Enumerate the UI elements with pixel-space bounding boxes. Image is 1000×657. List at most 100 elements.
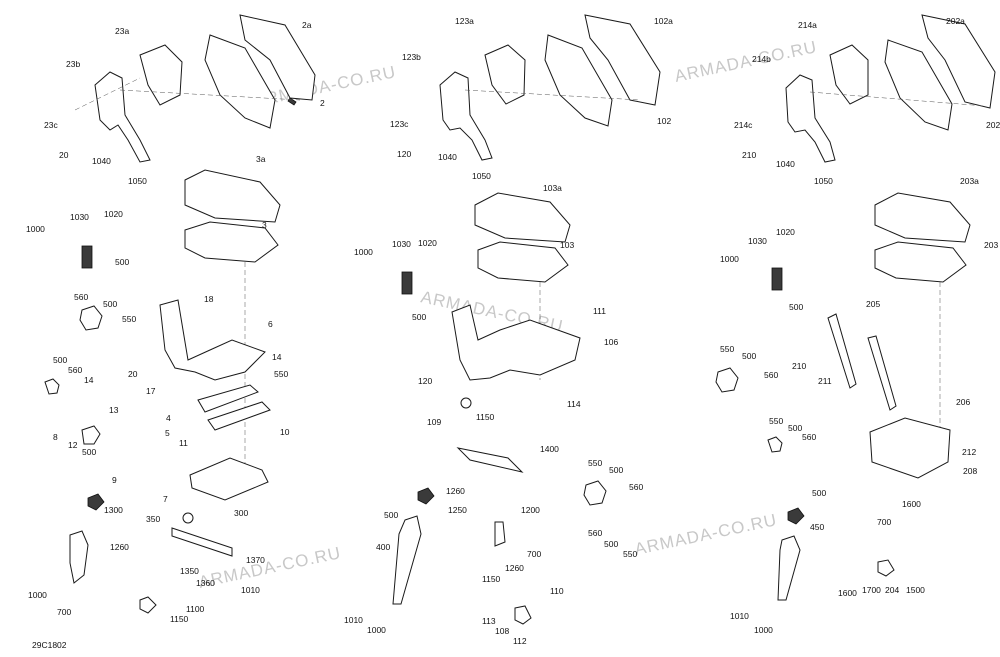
- slide-rail: [207, 401, 271, 431]
- part-label-right: 203a: [960, 176, 979, 186]
- washer: [460, 397, 472, 409]
- watermark-layer: ARMADA-CO.RU ARMADA-CO.RU ARMADA-CO.RU A…: [197, 37, 819, 592]
- part-label-right: 700: [877, 517, 891, 527]
- seat-back-cover: [239, 14, 316, 101]
- part-label-right: 450: [810, 522, 824, 532]
- part-label-left: 3a: [256, 154, 266, 164]
- seat-base: [477, 241, 569, 283]
- part-label-middle: 102a: [654, 16, 673, 26]
- part-label-left: 12: [68, 440, 78, 450]
- seat-back-cover: [921, 14, 996, 109]
- part-label-right: 214b: [752, 54, 771, 64]
- belt-assembly: [69, 530, 89, 584]
- part-label-left: 23a: [115, 26, 129, 36]
- part-label-left: 500: [53, 355, 67, 365]
- part-label-right: 1000: [720, 254, 739, 264]
- part-label-middle: 1260: [446, 486, 465, 496]
- part-label-right: 210: [792, 361, 806, 371]
- part-label-middle: 500: [412, 312, 426, 322]
- part-label-right: 1700: [862, 585, 881, 595]
- clip: [139, 596, 157, 614]
- part-label-middle: 108: [495, 626, 509, 636]
- belt-stalk: [392, 515, 422, 605]
- part-label-right: 203: [984, 240, 998, 250]
- part-label-left: 1040: [92, 156, 111, 166]
- headrest-pad: [484, 44, 526, 105]
- part-label-right: 214a: [798, 20, 817, 30]
- seat-back-bracket: [785, 74, 836, 163]
- part-label-middle: 110: [550, 586, 564, 596]
- part-label-middle: 114: [567, 399, 581, 409]
- part-label-left: 1370: [246, 555, 265, 565]
- spring: [401, 271, 413, 295]
- part-label-left: 1010: [241, 585, 260, 595]
- part-label-middle: 500: [609, 465, 623, 475]
- part-label-middle: 560: [629, 482, 643, 492]
- assembly-line: [74, 77, 141, 111]
- part-label-right: 560: [802, 432, 816, 442]
- part-label-middle: 1050: [472, 171, 491, 181]
- part-label-left: 300: [234, 508, 248, 518]
- part-label-left: 550: [122, 314, 136, 324]
- part-label-right: 211: [818, 376, 832, 386]
- part-label-middle: 123c: [390, 119, 409, 129]
- part-label-middle: 1260: [505, 563, 524, 573]
- drawing-code: 29C1802: [32, 640, 67, 650]
- part-label-right: 1050: [814, 176, 833, 186]
- watermark: ARMADA-CO.RU: [633, 510, 779, 559]
- part-label-left: 20: [128, 369, 138, 379]
- part-label-left: 2: [320, 98, 325, 108]
- part-label-left: 1260: [110, 542, 129, 552]
- part-label-right: 214c: [734, 120, 753, 130]
- part-label-right: 212: [962, 447, 976, 457]
- seat-cushion: [474, 192, 571, 243]
- part-label-left: 700: [57, 607, 71, 617]
- seat-back-frame: [884, 39, 953, 131]
- back-fastener: [287, 97, 297, 106]
- washer: [182, 512, 194, 524]
- part-label-right: 550: [720, 344, 734, 354]
- slide-rail: [197, 384, 259, 413]
- part-label-left: 1050: [128, 176, 147, 186]
- part-label-left: 4: [166, 413, 171, 423]
- seat-back-cover: [584, 14, 661, 106]
- part-label-left: 23b: [66, 59, 80, 69]
- part-label-middle: 106: [604, 337, 618, 347]
- handle-bar: [171, 527, 233, 557]
- mount-plate: [456, 447, 524, 473]
- buckle: [417, 487, 435, 505]
- part-label-right: 500: [812, 488, 826, 498]
- part-label-right: 560: [764, 370, 778, 380]
- part-label-middle: 550: [588, 458, 602, 468]
- part-label-middle: 1010: [344, 615, 363, 625]
- part-label-right: 202a: [946, 16, 965, 26]
- part-label-left: 23c: [44, 120, 58, 130]
- seat-back-frame: [204, 34, 276, 129]
- seat-frame: [451, 304, 581, 381]
- belt-stalk: [777, 535, 801, 601]
- lower-frame: [189, 457, 269, 501]
- part-label-right: 500: [788, 423, 802, 433]
- assembly-line: [809, 91, 986, 107]
- part-label-left: 560: [74, 292, 88, 302]
- part-label-middle: 123a: [455, 16, 474, 26]
- part-label-left: 17: [146, 386, 156, 396]
- assembly-line: [119, 89, 301, 101]
- part-label-left: 1030: [70, 212, 89, 222]
- assembly-line: [464, 89, 641, 101]
- part-label-middle: 1150: [482, 574, 501, 584]
- part-label-middle: 123b: [402, 52, 421, 62]
- lever-rod: [867, 335, 897, 411]
- part-label-middle: 1250: [448, 505, 467, 515]
- seat-base: [184, 221, 279, 263]
- part-label-middle: 1040: [438, 152, 457, 162]
- part-label-middle: 700: [527, 549, 541, 559]
- part-label-middle: 1030: [392, 239, 411, 249]
- latch-assembly: [583, 480, 607, 506]
- part-label-left: 20: [59, 150, 69, 160]
- part-label-middle: 1000: [354, 247, 373, 257]
- buckle: [87, 493, 105, 511]
- part-label-right: 500: [742, 351, 756, 361]
- seat-cushion: [874, 192, 971, 243]
- part-label-left: 500: [82, 447, 96, 457]
